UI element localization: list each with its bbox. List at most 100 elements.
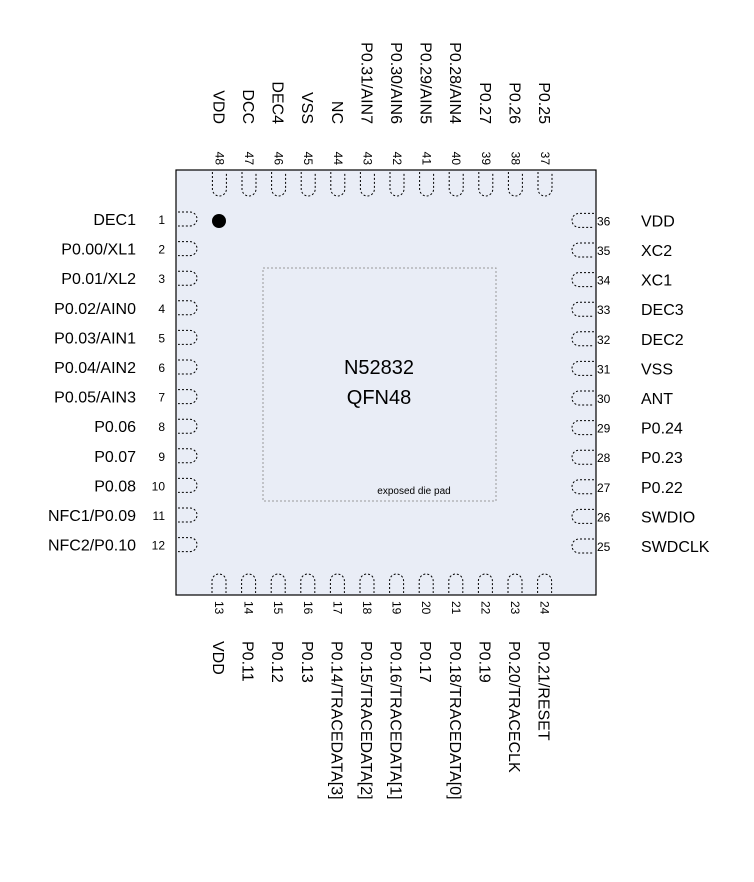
- exposed-die-pad: [262, 267, 497, 502]
- pin-label: DCC: [239, 89, 256, 124]
- pin-pad: [178, 477, 198, 493]
- pin-number: 46: [272, 152, 286, 166]
- pin-number: 25: [597, 540, 611, 554]
- pin-number: 3: [158, 272, 165, 286]
- pin-label: NC: [328, 101, 345, 124]
- pin-pad: [389, 172, 405, 197]
- pin-pad: [241, 573, 257, 593]
- pin-pad: [507, 573, 523, 593]
- pin-number: 39: [479, 152, 493, 166]
- pin-number: 16: [301, 601, 315, 615]
- pin-label: P0.05/AIN3: [54, 390, 136, 407]
- pin-number: 29: [597, 422, 611, 436]
- pin-pad: [571, 479, 594, 495]
- pin-label: XC2: [641, 243, 672, 260]
- pin-label: P0.26: [505, 82, 522, 124]
- pin-number: 19: [390, 601, 404, 615]
- pin-pad: [571, 272, 594, 288]
- pin-label: P0.04/AIN2: [54, 360, 136, 377]
- pin-pad: [478, 172, 494, 197]
- pin-number: 7: [158, 391, 165, 405]
- pin-number: 27: [597, 481, 611, 495]
- pin-label: P0.02/AIN0: [54, 301, 136, 318]
- pin-label: P0.25: [535, 82, 552, 124]
- pin-pad: [537, 573, 553, 593]
- pin-number: 31: [597, 362, 611, 376]
- pin-pad: [571, 360, 594, 376]
- pin-number: 13: [212, 601, 226, 615]
- chip-package: QFN48: [347, 387, 411, 409]
- pin-label: P0.00/XL1: [61, 242, 136, 259]
- pin-label: P0.19: [475, 641, 492, 683]
- pin-pad: [271, 172, 287, 197]
- die-pad-label: exposed die pad: [377, 486, 450, 497]
- pin-number: 18: [360, 601, 374, 615]
- pin-number: 37: [538, 152, 552, 166]
- pin-label: P0.30/AIN6: [387, 42, 404, 124]
- pin-number: 40: [449, 152, 463, 166]
- pin-number: 41: [420, 152, 434, 166]
- pin-number: 43: [360, 152, 374, 166]
- pin-pad: [571, 420, 594, 436]
- pin-number: 5: [158, 331, 165, 345]
- pin-pad: [571, 301, 594, 317]
- pin-pad: [329, 573, 345, 593]
- pin-pad: [571, 390, 594, 406]
- pin-pad: [241, 172, 257, 197]
- pin-number: 33: [597, 303, 611, 317]
- pin-label: P0.08: [94, 478, 136, 495]
- pin-label: P0.22: [641, 480, 683, 497]
- pin-pad: [389, 573, 405, 593]
- pin-label: P0.16/TRACEDATA[1]: [387, 641, 404, 800]
- pin-pad: [507, 172, 523, 197]
- pin-pad: [178, 211, 198, 227]
- pin-label: P0.23: [641, 450, 683, 467]
- pin-number: 21: [449, 601, 463, 615]
- pin-label: P0.27: [476, 82, 493, 124]
- pin-label: XC1: [641, 273, 672, 290]
- pin-label: ANT: [641, 391, 673, 408]
- pin-number: 11: [153, 509, 166, 523]
- pin-label: VDD: [641, 213, 675, 230]
- pin-pad: [211, 172, 227, 197]
- pin-pad: [211, 573, 227, 593]
- pin-label: VSS: [298, 92, 315, 124]
- pin-label: P0.21/RESET: [535, 641, 552, 741]
- pin-number: 30: [597, 392, 611, 406]
- pin-pad: [537, 172, 553, 197]
- pin-number: 20: [419, 601, 433, 615]
- pin-number: 32: [597, 333, 611, 347]
- pin-label: P0.07: [94, 449, 136, 466]
- pin-number: 2: [158, 243, 165, 257]
- pin-label: VDD: [209, 641, 226, 675]
- pin-label: DEC2: [641, 332, 684, 349]
- pin-pad: [178, 329, 198, 345]
- pin-pad: [178, 448, 198, 464]
- pin-pad: [418, 573, 434, 593]
- pin-number: 47: [242, 152, 256, 166]
- pin-label: P0.29/AIN5: [417, 42, 434, 124]
- pin-label: VSS: [641, 361, 673, 378]
- pin-pad: [300, 172, 316, 197]
- pin-number: 23: [508, 601, 522, 615]
- pin-label: P0.11: [239, 641, 256, 682]
- pin-number: 28: [597, 451, 611, 465]
- pin-pad: [571, 449, 594, 465]
- pin-pad: [571, 331, 594, 347]
- pin-label: SWDCLK: [641, 539, 710, 556]
- pin-label: P0.12: [268, 641, 285, 683]
- pin-pad: [419, 172, 435, 197]
- pin-label: P0.01/XL2: [61, 271, 136, 288]
- pin-pad: [178, 270, 198, 286]
- pin-number: 12: [152, 539, 166, 553]
- pins-layer: 1DEC12P0.00/XL13P0.01/XL24P0.02/AIN05P0.…: [48, 42, 710, 799]
- pin-label: NFC2/P0.10: [48, 538, 136, 555]
- pin-pad: [178, 300, 198, 316]
- pin-number: 10: [152, 479, 166, 493]
- pin-pad: [571, 538, 594, 554]
- pin-number: 42: [390, 152, 404, 166]
- pin-label: VDD: [209, 90, 226, 124]
- pin-number: 14: [242, 601, 256, 615]
- pin-number: 22: [478, 601, 492, 615]
